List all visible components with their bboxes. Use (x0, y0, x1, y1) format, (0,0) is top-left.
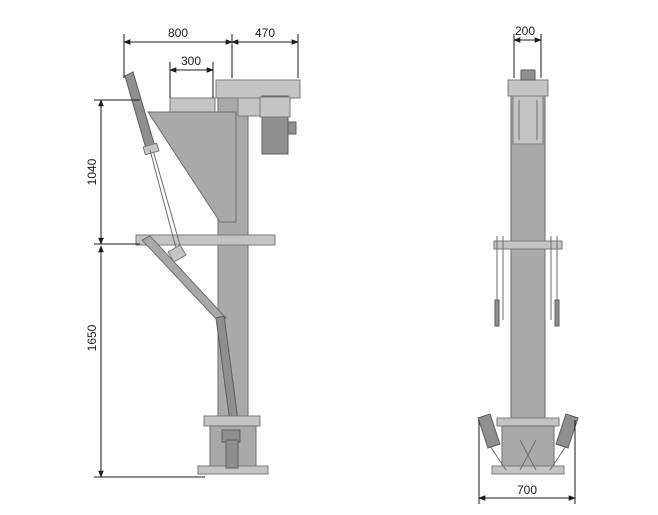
dim-label-300: 300 (181, 54, 201, 68)
front-base-body (501, 425, 555, 473)
side-lower-brace (141, 235, 227, 323)
front-column (510, 95, 546, 419)
dim-label-470: 470 (255, 26, 275, 40)
side-upper-link (149, 149, 177, 249)
side-motor-gear (259, 96, 291, 118)
front-base-flange (496, 417, 560, 427)
side-brace-joint (167, 244, 187, 263)
side-hopper-opening (169, 97, 216, 113)
side-hopper (147, 111, 237, 223)
front-platform (493, 240, 563, 250)
front-dimensions: 200 700 (478, 24, 576, 504)
front-upper-bracket (512, 95, 544, 145)
front-left-arm (477, 413, 501, 449)
side-top-plate (215, 79, 301, 99)
front-base-foot (491, 465, 565, 475)
side-upper-actuator-mid (142, 142, 160, 156)
front-view (477, 69, 579, 475)
side-dimensions: 800 470 300 1040 1650 (85, 26, 299, 478)
side-base-flange (203, 415, 261, 427)
dim-label-700: 700 (517, 483, 537, 497)
dim-label-800: 800 (168, 26, 188, 40)
front-top-knob (520, 69, 536, 81)
side-gear-housing (237, 97, 261, 117)
side-motor-fan (287, 121, 297, 135)
dim-label-1040: 1040 (85, 158, 99, 185)
side-view (124, 71, 301, 475)
side-platform (135, 234, 276, 246)
dim-label-200: 200 (515, 24, 535, 38)
side-outlet (225, 439, 239, 469)
front-top-cap (507, 79, 549, 97)
front-right-arm (555, 413, 579, 449)
dim-label-1650: 1650 (85, 324, 99, 351)
